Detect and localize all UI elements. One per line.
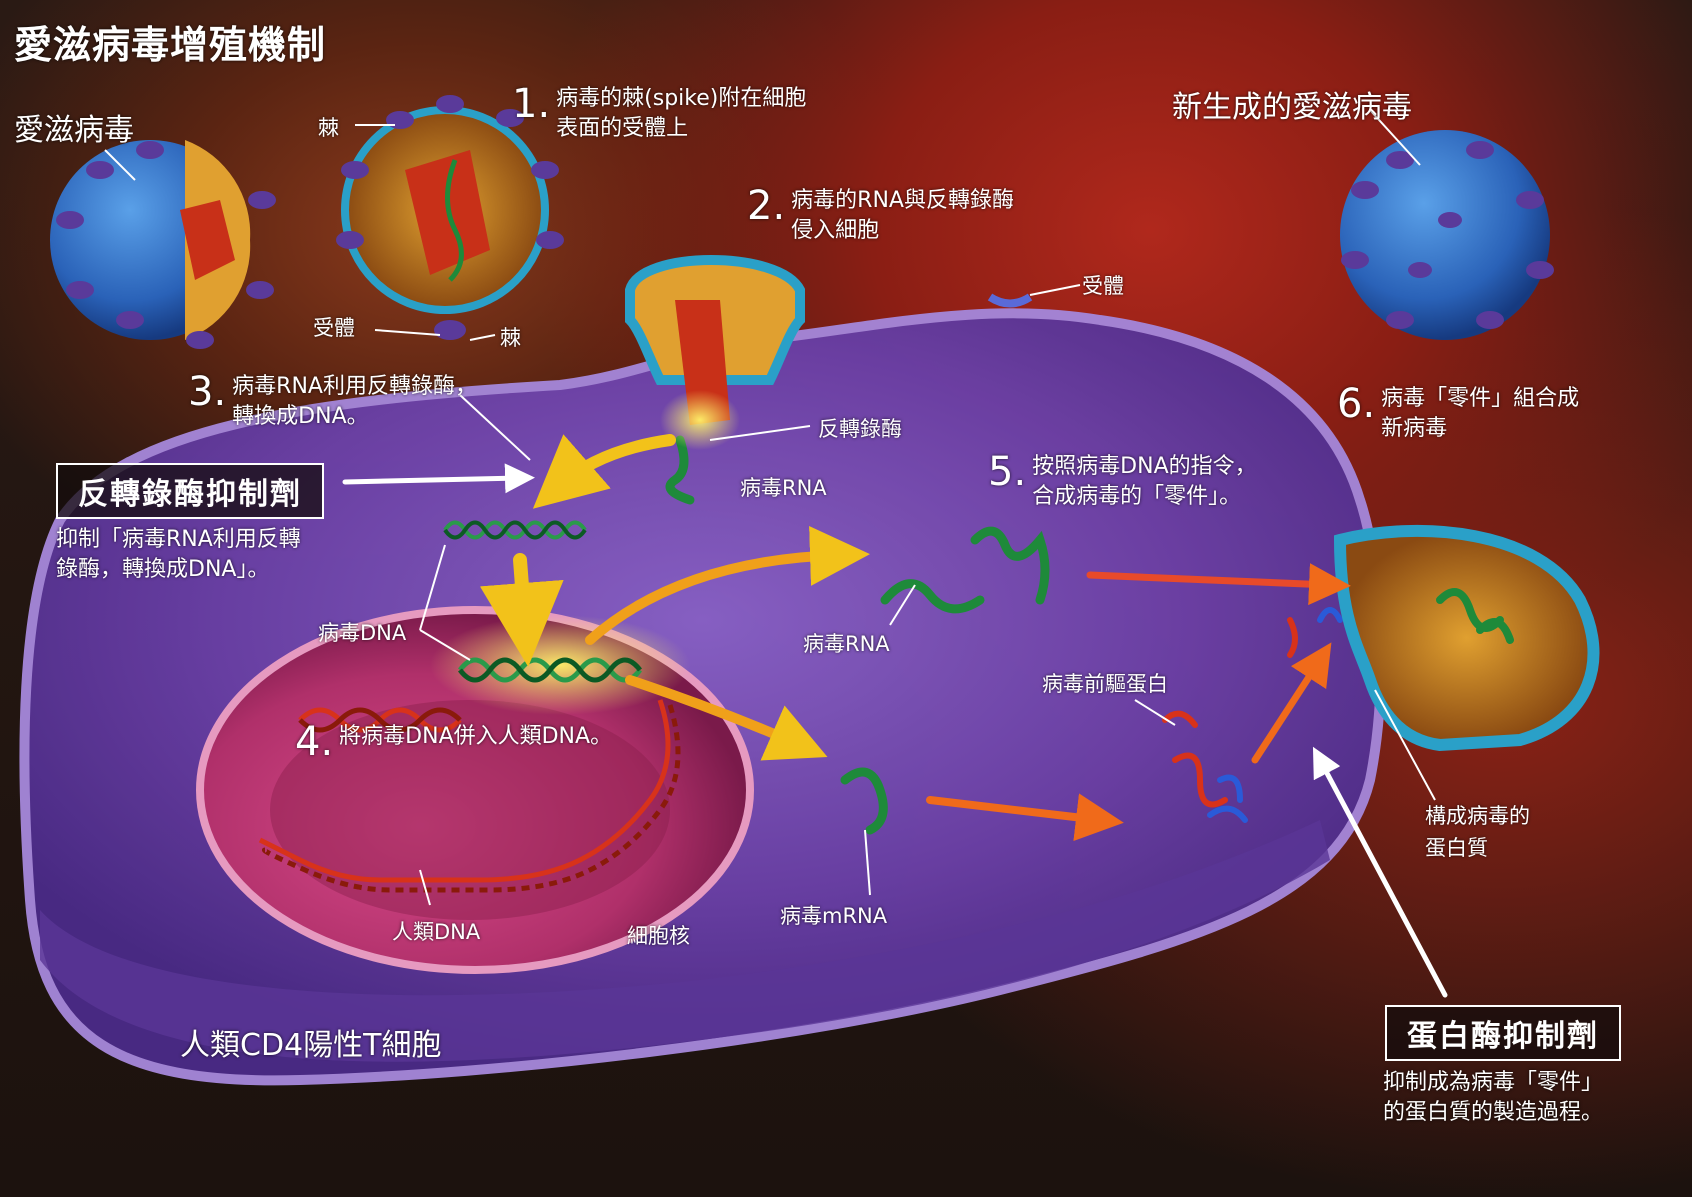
step-6-number: 6. [1337, 381, 1376, 427]
hiv-virus-attached [336, 95, 564, 340]
label-cd4-t-cell: 人類CD4陽性T細胞 [180, 1028, 442, 1063]
protease-inhibitor-box: 蛋白酶抑制劑 [1385, 1005, 1621, 1061]
step-5-line2: 合成病毒的「零件」。 [1032, 484, 1242, 509]
step-3-number: 3. [188, 369, 227, 415]
label-human-dna: 人類DNA [392, 920, 481, 944]
label-receptor-left: 受體 [313, 316, 355, 340]
new-hiv-virus [1340, 130, 1554, 340]
label-spike-top: 棘 [318, 116, 339, 140]
label-viral-precursor-protein: 病毒前驅蛋白 [1042, 672, 1168, 696]
reverse-transcriptase-inhibitor-desc: 抑制「病毒RNA利用反轉 錄酶，轉換成DNA」。 [56, 525, 301, 585]
step-2: 2. 病毒的RNA與反轉錄酶侵入細胞 [747, 186, 1014, 246]
process-arrows [342, 434, 1448, 998]
label-receptor-right: 受體 [1082, 274, 1124, 298]
step-5: 5. 按照病毒DNA的指令， 合成病毒的「零件」。 [988, 452, 1257, 512]
label-viral-dna: 病毒DNA [318, 621, 407, 645]
step-1: 1. 病毒的棘(spike)附在細胞表面的受體上 [512, 84, 806, 144]
step-1-line1: 病毒的棘(spike)附在細胞 [556, 86, 807, 111]
step-5-number: 5. [988, 449, 1027, 495]
label-spike-bottom: 棘 [500, 326, 521, 350]
label-nucleus: 細胞核 [627, 924, 690, 948]
step-3-line2: 轉換成DNA。 [232, 404, 369, 429]
viral-dna-helix-free [443, 520, 587, 540]
human-dna-helix [258, 699, 681, 893]
hiv-virus-cutaway [50, 140, 276, 349]
leader-lines [104, 109, 1436, 906]
label-hiv-virus: 愛滋病毒 [14, 113, 134, 148]
step-4: 4. 將病毒DNA併入人類DNA。 [295, 722, 612, 762]
virus-budding [1333, 524, 1600, 752]
label-virus-proteins-line1: 構成病毒的 [1425, 804, 1530, 828]
rti-desc-line1: 抑制「病毒RNA利用反轉 [56, 527, 301, 552]
label-viral-rna-entry: 病毒RNA [740, 476, 827, 500]
step-3: 3. 病毒RNA利用反轉錄酶， 轉換成DNA。 [188, 372, 477, 432]
step-6-line2: 新病毒 [1381, 416, 1448, 441]
reverse-transcriptase-inhibitor-box: 反轉錄酶抑制劑 [56, 463, 324, 519]
receptor-shape [987, 293, 1033, 308]
label-viral-rna-mid: 病毒RNA [803, 632, 890, 656]
diagram-title: 愛滋病毒增殖機制 [14, 23, 327, 67]
step-1-number: 1. [512, 81, 551, 127]
viral-dna-helix-integrated [430, 615, 690, 715]
pi-desc-line2: 的蛋白質的製造過程。 [1383, 1100, 1604, 1125]
step-2-line1: 病毒的RNA與反轉錄酶 [791, 188, 1014, 213]
viral-precursor-proteins [1162, 607, 1343, 823]
step-4-number: 4. [295, 719, 334, 765]
label-viral-mrna: 病毒mRNA [780, 904, 888, 928]
virus-entering-cell [625, 255, 805, 450]
protease-inhibitor-desc: 抑制成為病毒「零件」 的蛋白質的製造過程。 [1383, 1068, 1603, 1128]
step-5-line1: 按照病毒DNA的指令， [1032, 454, 1257, 479]
step-4-line1: 將病毒DNA併入人類DNA。 [339, 724, 613, 749]
step-3-line1: 病毒RNA利用反轉錄酶， [232, 374, 477, 399]
label-virus-proteins-line2: 蛋白質 [1425, 836, 1488, 860]
step-1-line2: 表面的受體上 [556, 116, 689, 141]
step-2-number: 2. [747, 183, 786, 229]
label-new-virus: 新生成的愛滋病毒 [1172, 90, 1412, 125]
step-6: 6. 病毒「零件」組合成新病毒 [1337, 384, 1579, 444]
rti-desc-line2: 錄酶，轉換成DNA」。 [56, 557, 270, 582]
label-reverse-transcriptase: 反轉錄酶 [818, 417, 902, 441]
step-6-line1: 病毒「零件」組合成 [1381, 386, 1580, 411]
pi-desc-line1: 抑制成為病毒「零件」 [1383, 1070, 1604, 1095]
step-2-line2: 侵入細胞 [791, 218, 880, 243]
viral-rna-strands [665, 435, 1050, 835]
